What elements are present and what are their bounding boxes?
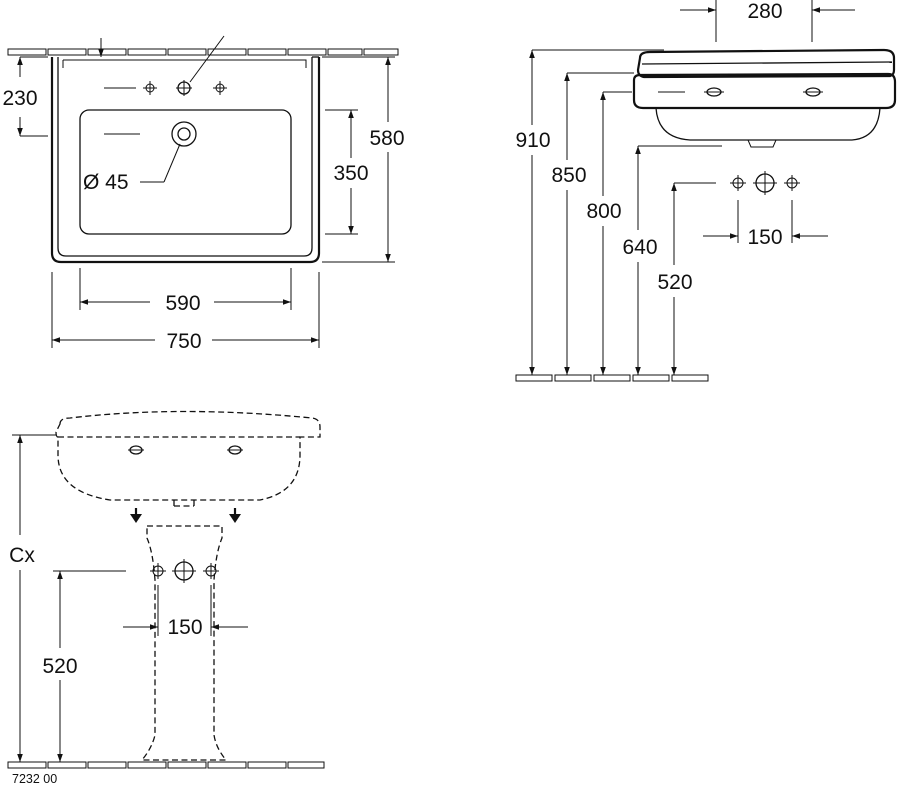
bowl-outline: [79, 109, 292, 235]
dim-projection: 280: [747, 0, 782, 23]
pedestal-supply-holes: [150, 559, 219, 583]
pedestal-floor-strip: [7, 761, 325, 769]
tap-holes: [104, 80, 227, 96]
side-view: 280 150: [515, 0, 897, 382]
pedestal-dashed-outline: [140, 525, 228, 761]
dim-pedestal-overall-height: Cx: [9, 544, 35, 567]
assembly-arrows: [130, 508, 241, 523]
dim-waste-diameter: Ø 45: [83, 171, 129, 194]
article-code: 7232 00: [12, 772, 57, 786]
basin-side-profile: [632, 48, 897, 148]
dim-pedestal-supply-height: 520: [42, 655, 77, 678]
dim-height-overflow: 800: [586, 200, 621, 223]
floor-strip: [515, 374, 709, 382]
waste-outlet: [104, 121, 197, 147]
supply-holes: [730, 171, 800, 195]
front-view: 230 580 350 Ø 45 590 750: [2, 35, 405, 353]
dim-height-supply: 520: [657, 271, 692, 294]
dim-bowl-height: 350: [333, 162, 368, 185]
dim-height-top: 910: [515, 129, 550, 152]
dim-overall-height: 580: [369, 127, 404, 150]
dim-height-waste: 640: [622, 236, 657, 259]
dim-tap-hole-offset: 230: [2, 87, 37, 110]
dim-overall-width: 750: [166, 330, 201, 353]
basin-dashed-outline: [55, 410, 321, 501]
dim-bowl-width: 590: [165, 292, 200, 315]
wall-strip: [7, 48, 399, 56]
dim-pedestal-supply-spacing: 150: [167, 616, 202, 639]
dim-height-rim: 850: [551, 164, 586, 187]
dim-supply-spacing: 150: [747, 226, 782, 249]
pedestal-view: 150 Cx 520 7232 00: [7, 410, 325, 786]
basin-outline: [50, 57, 321, 264]
